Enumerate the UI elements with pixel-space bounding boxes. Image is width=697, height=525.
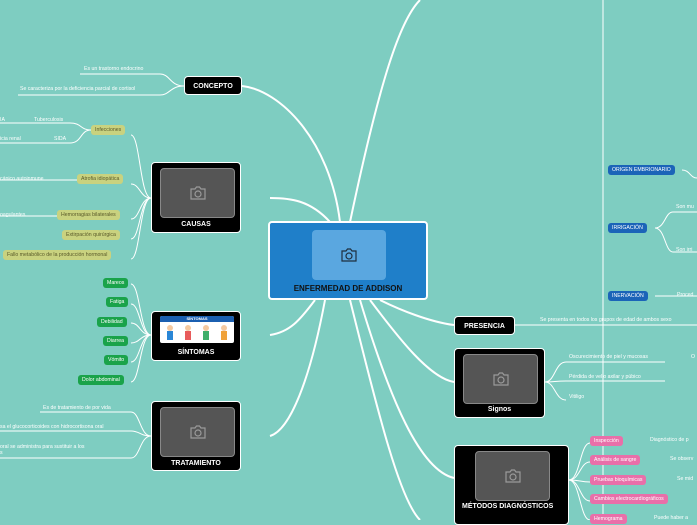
tratamiento-node[interactable]: TRATAMIENTO bbox=[151, 401, 241, 471]
signo-fragment[interactable]: O bbox=[691, 354, 696, 360]
people-icon bbox=[167, 325, 227, 340]
concepto-node[interactable]: CONCEPTO bbox=[184, 76, 242, 95]
causa-atrofia-child[interactable]: cánico autoinmune bbox=[0, 176, 44, 182]
causa-hemorragias[interactable]: Hemorragias bilaterales bbox=[57, 210, 120, 220]
concepto-item-2[interactable]: Se caracteriza por la deficiencia parcia… bbox=[20, 86, 136, 92]
camera-icon bbox=[341, 248, 357, 262]
presencia-item[interactable]: Se presenta en todos los grupos de edad … bbox=[540, 317, 672, 323]
signo-vitiligo[interactable]: Vitiligo bbox=[569, 394, 585, 400]
sintoma-debilidad[interactable]: Debilidad bbox=[97, 317, 127, 327]
metodo-electrocardiograficos[interactable]: Cambios electrocardiográficos bbox=[590, 494, 668, 504]
causa-tuberculosis[interactable]: Tuberculosis bbox=[34, 117, 64, 123]
camera-icon bbox=[492, 372, 509, 386]
image-placeholder bbox=[312, 230, 386, 280]
sintoma-fatiga[interactable]: Fatiga bbox=[106, 297, 129, 307]
tratamiento-item-1[interactable]: Es de tratamiento de por vida bbox=[43, 405, 111, 411]
metodo-pruebas-bioquimicas[interactable]: Pruebas bioquímicas bbox=[590, 475, 647, 485]
image-placeholder bbox=[475, 451, 550, 501]
origen-embrionario[interactable]: ORIGEN EMBRIONARIO bbox=[608, 165, 675, 175]
presencia-title: PRESENCIA bbox=[464, 323, 505, 330]
image-placeholder bbox=[160, 407, 235, 457]
signos-node[interactable]: Signos bbox=[454, 348, 545, 418]
causa-sida[interactable]: SIDA bbox=[54, 136, 67, 142]
image-placeholder bbox=[463, 354, 538, 404]
metodo-inspeccion-child[interactable]: Diagnóstico de p bbox=[650, 437, 689, 443]
sintomas-banner: SÍNTOMAS bbox=[160, 316, 234, 322]
metodo-analisis-child[interactable]: Se observ bbox=[670, 456, 694, 462]
central-title: ENFERMEDAD DE ADDISON bbox=[293, 284, 403, 293]
sintomas-illustration: SÍNTOMAS bbox=[160, 316, 234, 343]
presencia-node[interactable]: PRESENCIA bbox=[454, 316, 515, 335]
sintomas-node[interactable]: SÍNTOMAS SÍNTOMAS bbox=[151, 311, 241, 361]
camera-icon bbox=[189, 186, 206, 200]
irrigacion-child-1[interactable]: Son mu bbox=[676, 204, 694, 210]
metodo-pruebas-child[interactable]: Se mid bbox=[677, 476, 694, 482]
metodos-node[interactable]: MÉTODOS DIAGNÓSTICOS bbox=[454, 445, 569, 525]
sintoma-vomito[interactable]: Vómito bbox=[104, 355, 129, 365]
metodo-hemograma[interactable]: Hemograma bbox=[590, 514, 627, 524]
causa-atrofia[interactable]: Atrofia idiopática bbox=[77, 174, 124, 184]
causas-node[interactable]: CAUSAS bbox=[151, 162, 241, 233]
causa-extirpacion[interactable]: Extirpación quirúrgica bbox=[62, 230, 120, 240]
metodo-inspeccion[interactable]: Inspección bbox=[590, 436, 623, 446]
metodos-title: MÉTODOS DIAGNÓSTICOS bbox=[462, 503, 554, 510]
sintoma-dolor-abdominal[interactable]: Dolor abdominal bbox=[78, 375, 124, 385]
inervacion-child[interactable]: Proced bbox=[677, 292, 694, 298]
causa-infecciones[interactable]: Infecciones bbox=[91, 125, 126, 135]
concepto-title: CONCEPTO bbox=[193, 83, 233, 90]
signo-perdida-vello[interactable]: Pérdida de vello axilar y púbico bbox=[569, 374, 641, 380]
irrigacion-child-2[interactable]: Son irri bbox=[676, 247, 693, 253]
tratamiento-item-3b[interactable]: s bbox=[0, 450, 3, 456]
signo-oscurecimiento[interactable]: Oscurecimiento de piel y mucosas bbox=[569, 354, 648, 360]
tratamiento-item-2[interactable]: sa el glucocorticoides con hidrocortison… bbox=[0, 424, 104, 430]
causa-fragment-ia[interactable]: IA bbox=[0, 117, 5, 123]
tratamiento-title: TRATAMIENTO bbox=[171, 460, 221, 467]
causas-title: CAUSAS bbox=[181, 221, 211, 228]
sintoma-diarrea[interactable]: Diarrea bbox=[103, 336, 129, 346]
causa-fallo-metabolico[interactable]: Fallo metabólico de la producción hormon… bbox=[3, 250, 112, 260]
metodo-hemograma-child[interactable]: Puede haber a bbox=[654, 515, 689, 521]
tratamiento-item-3[interactable]: oral se administra para sustituir a los bbox=[0, 444, 85, 450]
irrigacion[interactable]: IRRIGACIÓN bbox=[608, 223, 647, 233]
central-topic[interactable]: ENFERMEDAD DE ADDISON bbox=[268, 221, 428, 300]
signos-title: Signos bbox=[487, 406, 512, 413]
causa-hemorragias-child[interactable]: oagulantes bbox=[0, 212, 26, 218]
image-placeholder bbox=[160, 168, 235, 218]
metodo-analisis-sangre[interactable]: Análisis de sangre bbox=[590, 455, 641, 465]
sintomas-title: SÍNTOMAS bbox=[177, 349, 215, 356]
camera-icon bbox=[189, 425, 206, 439]
sintoma-mareos[interactable]: Mareos bbox=[103, 278, 129, 288]
causa-fragment-renal[interactable]: icia renal bbox=[0, 136, 21, 142]
camera-icon bbox=[504, 469, 521, 483]
inervacion[interactable]: INERVACIÓN bbox=[608, 291, 648, 301]
concepto-item-1[interactable]: Es un trastorno endocrino bbox=[84, 66, 144, 72]
